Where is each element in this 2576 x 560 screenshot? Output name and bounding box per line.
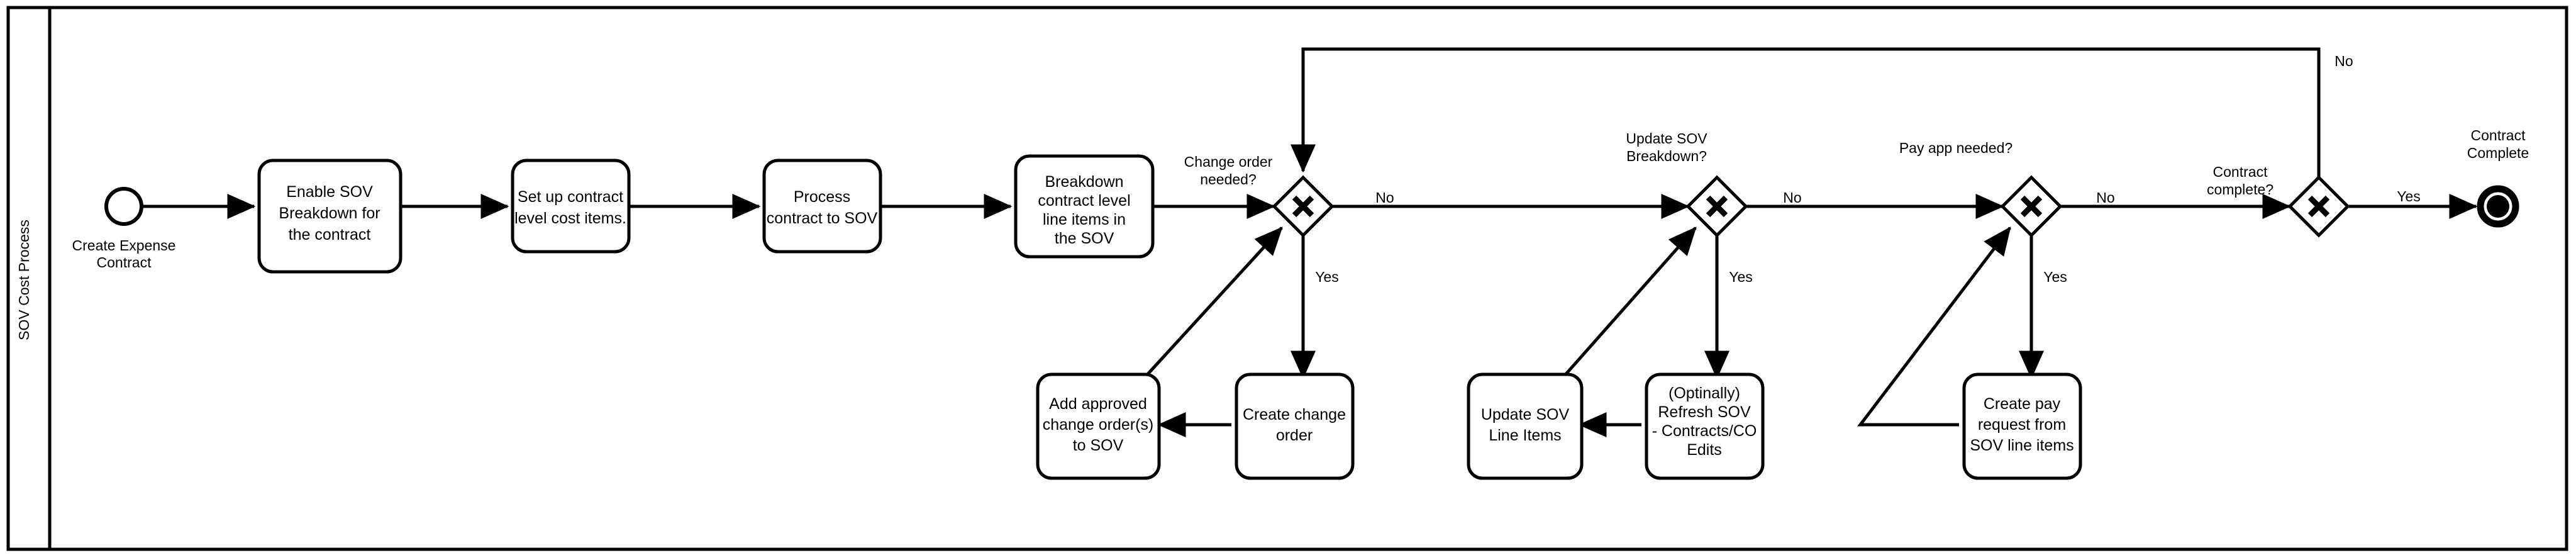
task-process-contract-to-sov-line-1: Process bbox=[794, 188, 850, 206]
task-enable-sov-breakdown-line-3: the contract bbox=[289, 226, 371, 244]
flow-add-approved-to-gw-change-order bbox=[1143, 227, 1283, 379]
end-event-label-line1: Contract bbox=[2471, 127, 2526, 143]
task-breakdown-contract-line-items-line-3: line items in bbox=[1043, 211, 1126, 228]
task-add-approved-change-orders-line-2: change order(s) bbox=[1043, 416, 1153, 434]
gateway-update-sov-breakdown-x-stroke-2 bbox=[1706, 195, 1728, 218]
task-set-up-contract-cost-items-line-1: Set up contract bbox=[518, 188, 623, 206]
task-add-approved-change-orders-line-3: to SOV bbox=[1073, 437, 1124, 454]
task-update-sov-line-items-box bbox=[1467, 372, 1584, 480]
flow-create-pay-request-to-gw bbox=[1857, 227, 2011, 427]
gateway-contract-complete-label-line-2: complete? bbox=[2207, 181, 2273, 198]
gateway-update-sov-breakdown[interactable]: Update SOV Breakdown? bbox=[1626, 130, 1748, 238]
task-create-change-order-box bbox=[1235, 372, 1355, 480]
task-add-approved-change-orders-line-1: Add approved bbox=[1049, 395, 1147, 413]
task-enable-sov-breakdown-box bbox=[257, 159, 402, 274]
flow-label-update-sov-yes: Yes bbox=[1729, 269, 1753, 285]
task-process-contract-to-sov[interactable]: Process contract to SOV bbox=[762, 159, 882, 254]
task-refresh-sov-contracts-co-edits-box bbox=[1645, 372, 1765, 480]
task-breakdown-contract-line-items[interactable]: Breakdown contract level line items in t… bbox=[1014, 154, 1155, 259]
task-breakdown-contract-line-items-box bbox=[1014, 154, 1155, 259]
gateway-change-order-needed-x-stroke-2 bbox=[1292, 195, 1314, 218]
task-refresh-sov-line-3: - Contracts/CO bbox=[1652, 422, 1757, 440]
task-create-pay-request-box bbox=[1962, 372, 2082, 480]
flow-label-change-order-no: No bbox=[1375, 189, 1394, 206]
task-create-pay-request-line-1: Create pay bbox=[1984, 395, 2061, 413]
gateway-change-order-needed-label-line-2: needed? bbox=[1200, 171, 1257, 188]
task-create-pay-request-line-2: request from bbox=[1978, 416, 2066, 434]
start-event-label-line2: Contract bbox=[97, 254, 152, 271]
task-create-change-order[interactable]: Create change order bbox=[1235, 372, 1355, 480]
task-refresh-sov-line-2: Refresh SOV bbox=[1658, 403, 1751, 421]
flow-label-contract-complete-no: No bbox=[2334, 53, 2353, 69]
flow-label-change-order-yes: Yes bbox=[1315, 269, 1339, 285]
task-breakdown-contract-line-items-line-1: Breakdown bbox=[1045, 173, 1123, 191]
flow-update-line-items-to-gw bbox=[1562, 227, 1697, 379]
task-process-contract-to-sov-box bbox=[762, 159, 882, 254]
end-event-label-line2: Complete bbox=[2467, 145, 2529, 161]
task-breakdown-contract-line-items-line-2: contract level bbox=[1038, 192, 1130, 210]
end-event-inner-circle bbox=[2487, 195, 2509, 218]
gateway-pay-app-needed-x-stroke-2 bbox=[2020, 195, 2043, 218]
task-set-up-contract-cost-items-box bbox=[511, 159, 631, 254]
task-enable-sov-breakdown-line-2: Breakdown for bbox=[279, 204, 380, 222]
gateway-contract-complete-x-stroke-2 bbox=[2307, 195, 2330, 218]
gateway-update-sov-breakdown-label-line-1: Update SOV bbox=[1626, 130, 1707, 147]
gateway-contract-complete-label-line-1: Contract bbox=[2213, 164, 2268, 180]
task-add-approved-change-orders-box bbox=[1036, 372, 1161, 480]
task-enable-sov-breakdown[interactable]: Enable SOV Breakdown for the contract bbox=[257, 159, 402, 274]
flow-label-pay-app-yes: Yes bbox=[2043, 269, 2067, 285]
start-event-circle bbox=[104, 187, 143, 226]
task-update-sov-line-items-line-2: Line Items bbox=[1489, 427, 1561, 444]
task-create-change-order-line-1: Create change bbox=[1243, 406, 1346, 423]
flow-label-contract-complete-yes: Yes bbox=[2397, 188, 2421, 204]
end-event[interactable]: Contract Complete bbox=[2467, 127, 2529, 228]
pool-label: SOV Cost Process bbox=[16, 220, 32, 340]
start-event-label-line1: Create Expense bbox=[72, 237, 176, 254]
task-refresh-sov-contracts-co-edits[interactable]: (Optinally) Refresh SOV - Contracts/CO E… bbox=[1645, 372, 1765, 480]
task-create-change-order-line-2: order bbox=[1276, 427, 1313, 444]
task-create-pay-request[interactable]: Create pay request from SOV line items bbox=[1962, 372, 2082, 480]
gateway-pay-app-needed-label-line-1: Pay app needed? bbox=[1899, 140, 2012, 156]
task-set-up-contract-cost-items[interactable]: Set up contract level cost items. bbox=[511, 159, 631, 254]
gateway-update-sov-breakdown-label-line-2: Breakdown? bbox=[1626, 148, 1707, 164]
flow-label-pay-app-no: No bbox=[2096, 189, 2114, 206]
task-refresh-sov-line-4: Edits bbox=[1687, 441, 1722, 459]
task-create-pay-request-line-3: SOV line items bbox=[1970, 437, 2074, 454]
task-update-sov-line-items-line-1: Update SOV bbox=[1481, 406, 1570, 423]
start-event[interactable]: Create Expense Contract bbox=[72, 187, 176, 271]
task-breakdown-contract-line-items-line-4: the SOV bbox=[1055, 230, 1114, 247]
task-process-contract-to-sov-line-2: contract to SOV bbox=[767, 210, 878, 227]
gateway-change-order-needed-label-line-1: Change order bbox=[1184, 154, 1273, 170]
task-enable-sov-breakdown-line-1: Enable SOV bbox=[286, 183, 373, 201]
gateway-pay-app-needed[interactable]: Pay app needed? bbox=[1899, 140, 2063, 238]
flow-gw-contract-complete-no-loopback bbox=[1291, 47, 2321, 177]
task-refresh-sov-line-1: (Optinally) bbox=[1668, 384, 1740, 402]
task-update-sov-line-items[interactable]: Update SOV Line Items bbox=[1467, 372, 1584, 480]
gateway-change-order-needed[interactable]: Change order needed? bbox=[1184, 154, 1335, 238]
task-set-up-contract-cost-items-line-2: level cost items. bbox=[514, 210, 626, 227]
flow-label-update-sov-no: No bbox=[1783, 189, 1801, 206]
task-add-approved-change-orders[interactable]: Add approved change order(s) to SOV bbox=[1036, 372, 1161, 480]
gateway-contract-complete[interactable]: Contract complete? bbox=[2207, 164, 2350, 238]
